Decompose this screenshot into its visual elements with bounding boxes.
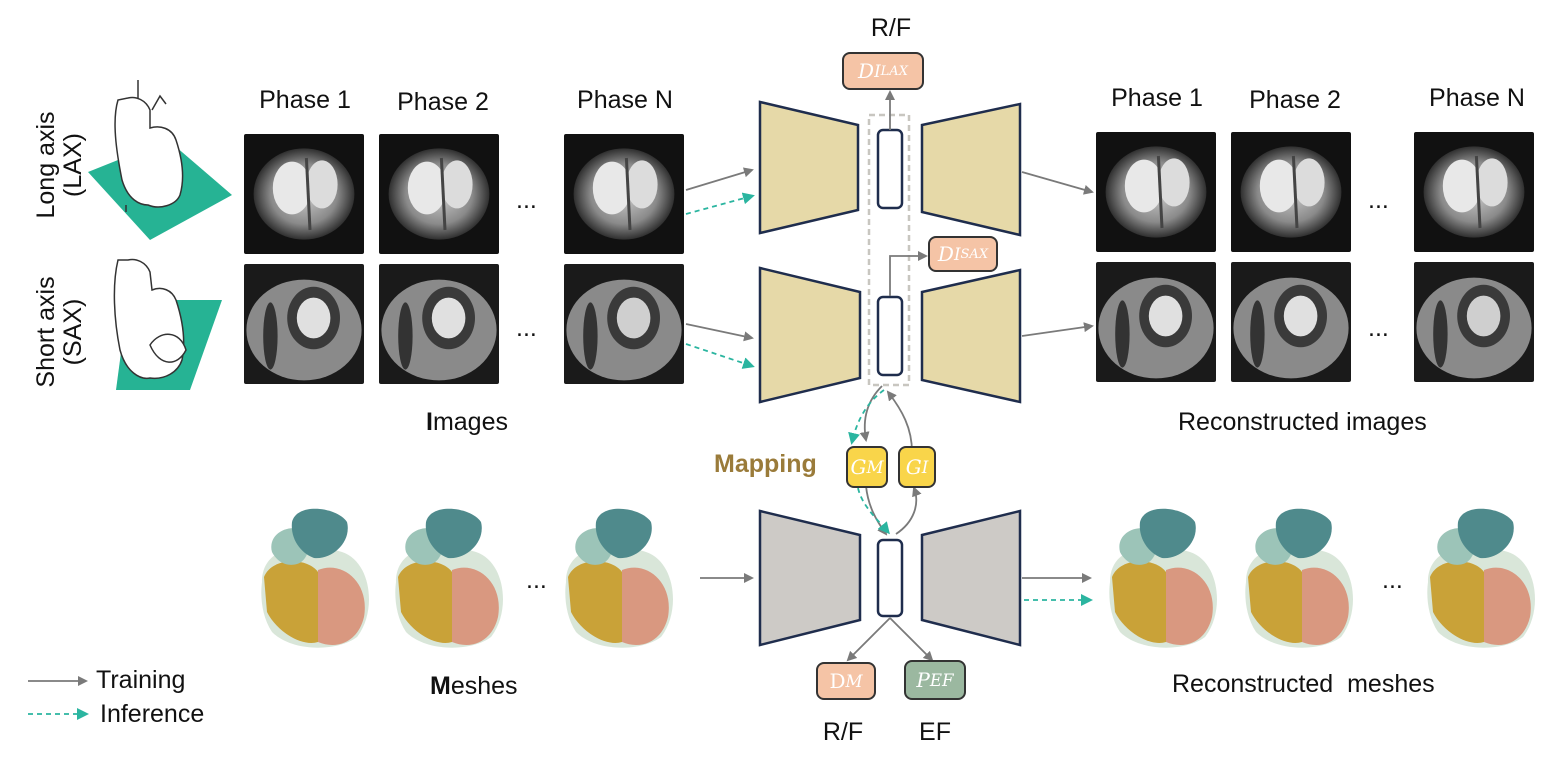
reconstructed-images-caption: Reconstructed images — [1178, 408, 1427, 436]
input-lax-tile-2 — [379, 134, 499, 254]
output-phase-label-2: Phase 2 — [1249, 86, 1341, 114]
output-mesh-1 — [1100, 498, 1230, 656]
output-phase-label-1: Phase 1 — [1111, 84, 1203, 112]
input-sax-ellipsis: ... — [516, 314, 537, 342]
sax-row-label-line2: (SAX) — [59, 298, 87, 366]
p-ef-sub: EF — [929, 670, 954, 690]
d-lax-sup: LAX — [880, 63, 908, 79]
output-sax-ellipsis: ... — [1368, 314, 1389, 342]
d-lax-main: D — [858, 59, 875, 83]
input-lax-ellipsis: ... — [516, 186, 537, 214]
output-phase-label-n: Phase N — [1429, 84, 1525, 112]
lax-row-label-line2: (LAX) — [59, 133, 87, 197]
sax-row-label: Short axis (SAX) — [32, 252, 87, 412]
mesh-encoder — [758, 509, 862, 647]
meshes-caption: Meshes — [430, 672, 518, 701]
input-sax-tile-n — [564, 264, 684, 384]
input-sax-tile-1 — [244, 264, 364, 384]
images-caption-initial: I — [426, 408, 433, 436]
lax-heart-icon — [88, 80, 232, 240]
rf-top-label: R/F — [870, 14, 912, 42]
input-phase-label-1: Phase 1 — [259, 86, 351, 114]
mesh-latent-code — [876, 538, 904, 618]
sax-decoder — [920, 268, 1022, 404]
input-mesh-2 — [386, 498, 516, 656]
g-i-main: G — [905, 455, 922, 479]
output-sax-tile-1 — [1096, 262, 1216, 382]
sax-latent-code — [876, 295, 904, 377]
input-lax-tile-1 — [244, 134, 364, 254]
input-sax-tile-2 — [379, 264, 499, 384]
images-caption-rest: mages — [432, 408, 508, 436]
d-m-sub: M — [845, 671, 863, 691]
sax-encoder — [758, 266, 862, 404]
output-mesh-n — [1418, 498, 1548, 656]
rf-bottom-label: R/F — [822, 718, 864, 746]
images-caption: Images — [426, 408, 508, 437]
mesh-decoder — [920, 509, 1022, 647]
lax-encoder — [758, 100, 860, 235]
input-mesh-1 — [252, 498, 382, 656]
output-mesh-ellipsis: ... — [1382, 566, 1403, 594]
output-sax-tile-2 — [1231, 262, 1351, 382]
output-lax-tile-n — [1414, 132, 1534, 252]
g-m-main: G — [850, 455, 867, 479]
meshes-caption-rest: eshes — [450, 672, 518, 700]
p-ef-main: P — [916, 668, 930, 692]
d-lax-sub: I — [874, 61, 881, 81]
sax-row-label-line1: Short axis — [32, 276, 60, 388]
legend-inference-label: Inference — [100, 700, 205, 728]
lax-row-label: Long axis (LAX) — [32, 85, 87, 245]
d-sax-sub: I — [953, 244, 961, 264]
input-phase-label-n: Phase N — [577, 86, 673, 114]
output-sax-tile-n — [1414, 262, 1534, 382]
output-mesh-2 — [1236, 498, 1366, 656]
output-lax-tile-1 — [1096, 132, 1216, 252]
input-phase-label-2: Phase 2 — [397, 88, 489, 116]
input-mesh-n — [556, 498, 686, 656]
inference-arrows — [685, 192, 1093, 606]
sax-heart-icon — [113, 258, 222, 390]
input-lax-tile-n — [564, 134, 684, 254]
input-mesh-ellipsis: ... — [526, 566, 547, 594]
mapping-label: Mapping — [714, 450, 817, 478]
output-lax-tile-2 — [1231, 132, 1351, 252]
legend-training-label: Training — [96, 666, 186, 694]
lax-decoder — [920, 102, 1022, 237]
ef-bottom-label: EF — [919, 718, 951, 746]
g-i-sub: I — [921, 457, 929, 477]
g-m-sub: M — [866, 457, 884, 477]
d-sax-main: D — [937, 242, 954, 266]
lax-row-label-line1: Long axis — [32, 111, 60, 219]
output-lax-ellipsis: ... — [1368, 186, 1389, 214]
d-m-main: D — [829, 669, 846, 693]
shared-latent-box — [867, 113, 911, 387]
reconstructed-meshes-caption: Reconstructed meshes — [1172, 670, 1435, 698]
meshes-caption-initial: M — [430, 672, 451, 700]
lax-latent-code — [876, 128, 904, 210]
d-sax-sup: SAX — [960, 246, 989, 262]
